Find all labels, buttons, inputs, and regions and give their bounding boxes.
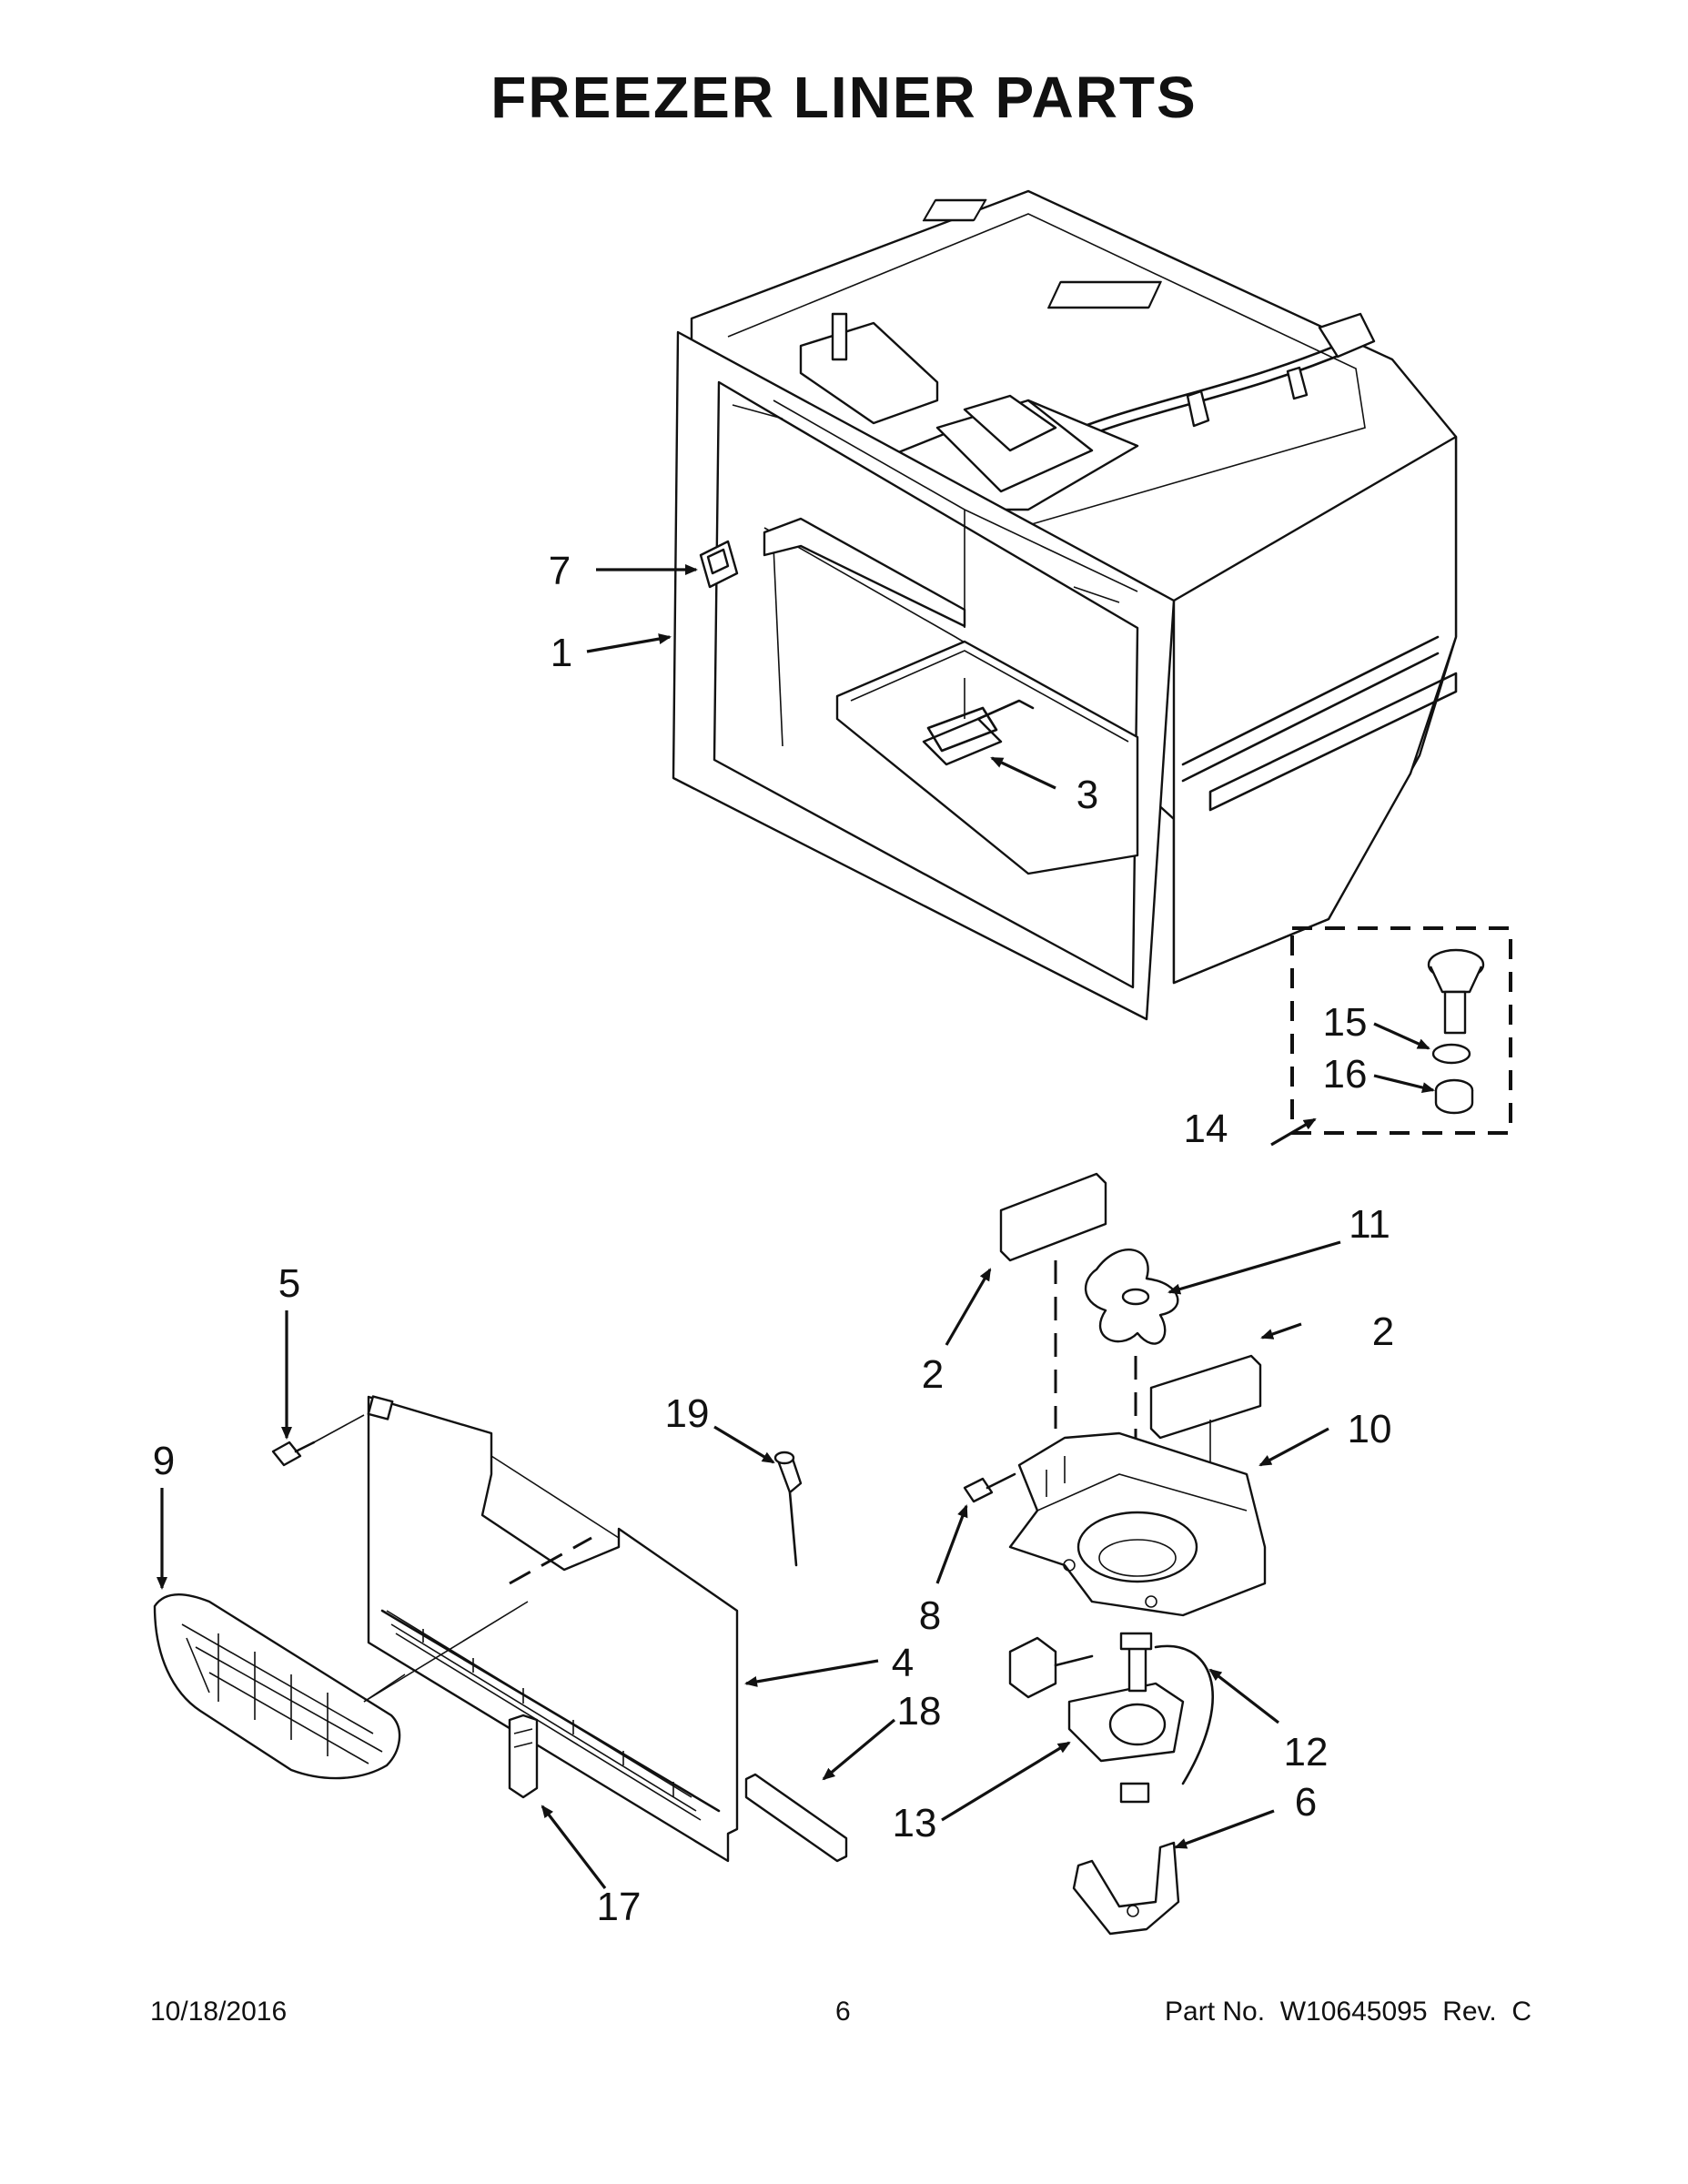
footer-page-number: 6 [835,1997,851,2027]
callout-7: 7 [549,549,571,593]
callout-8: 8 [919,1593,941,1638]
callout-14: 14 [1184,1107,1228,1151]
callout-13: 13 [893,1801,937,1845]
callout-4: 4 [892,1641,914,1685]
callout-5: 5 [278,1261,300,1306]
part-17-light-socket [508,1714,539,1799]
callout-19: 19 [665,1391,710,1436]
callout-6: 6 [1295,1780,1317,1825]
part-11-fan-blade [1084,1249,1179,1345]
part-2-pad-top [999,1172,1107,1262]
callout-10: 10 [1348,1407,1392,1451]
callout-18: 18 [897,1689,942,1734]
callout-17: 17 [597,1885,642,1929]
page-title: FREEZER LINER PARTS [490,65,1198,130]
part-18-seal-strip [744,1773,848,1863]
callout-11: 11 [1349,1202,1390,1247]
part-12-13-fan-motor [1008,1632,1214,1804]
freezer-liner [672,189,1458,1021]
callout-1: 1 [551,631,572,675]
callout-2-right: 2 [1372,1309,1394,1354]
callout-9: 9 [153,1439,175,1483]
part-9-vent-grille [153,1593,406,1780]
part-5-screw [271,1414,365,1467]
footer-date: 10/18/2016 [150,1997,288,2027]
part-8-screw [963,1472,1016,1503]
part-6-motor-bracket [1072,1841,1180,1936]
part-15-16-drain-assembly [1427,948,1485,1115]
callout-labels: 7 1 3 15 16 14 11 2 2 10 8 12 13 6 5 9 1… [153,549,1394,1929]
callout-3: 3 [1076,773,1098,817]
part-19-thermistor [773,1451,803,1567]
part-10-fan-shroud [1008,1431,1267,1617]
part-3-sensor [922,678,1035,766]
leader-arrows [157,564,1435,1889]
callout-2-left: 2 [922,1352,944,1397]
footer-part-number: Part No. W10645095 Rev. C [1165,1997,1531,2027]
callout-12: 12 [1284,1730,1329,1774]
part-2-pad-right [1149,1354,1262,1440]
callout-15: 15 [1323,1000,1368,1045]
callout-16: 16 [1323,1052,1368,1097]
part-7-switch [699,540,739,589]
part-4-rear-panel [367,1395,739,1863]
